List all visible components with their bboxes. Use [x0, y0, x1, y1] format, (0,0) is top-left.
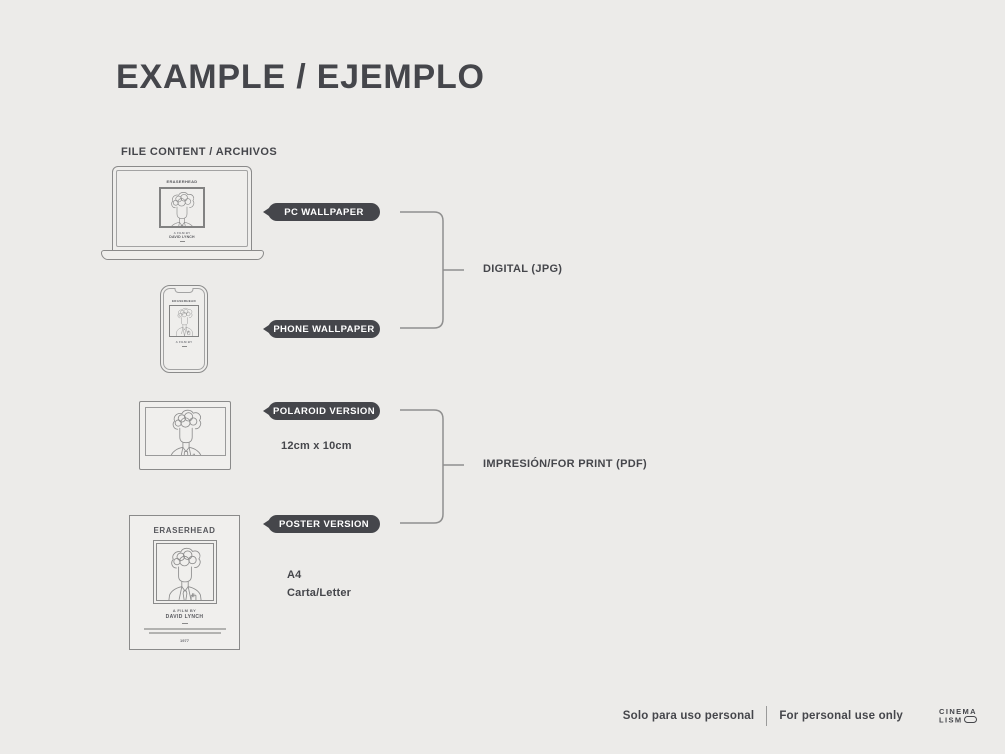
mini-poster-credit-prefix: A FILM BY: [175, 339, 193, 344]
mini-poster-phone: ERASERHEAD A FILM BY: [161, 299, 207, 347]
brand-oval-icon: [963, 715, 977, 723]
poster-credits-line: [143, 628, 226, 630]
character-portrait-frame: [169, 305, 199, 337]
polaroid-mockup: [139, 401, 231, 470]
character-portrait-frame: [159, 187, 205, 228]
character-portrait-icon: [168, 409, 203, 455]
poster-year: 1977: [180, 637, 189, 643]
mini-poster-laptop: ERASERHEAD A FILM BY DAVID LYNCH: [113, 179, 251, 242]
mini-poster-divider: [181, 346, 187, 347]
mini-poster-divider: [179, 241, 185, 242]
poster-credit-prefix: A FILM BY: [172, 608, 197, 613]
tag-poster-version: POSTER VERSION: [268, 515, 380, 533]
character-portrait-frame: [152, 540, 217, 604]
digital-group-bracket-icon: [400, 211, 464, 329]
character-portrait-icon: [175, 307, 193, 336]
tag-polaroid-version: POLAROID VERSION: [268, 402, 380, 420]
brand-line2: LISM: [939, 715, 963, 725]
tag-pc-wallpaper: PC WALLPAPER: [268, 203, 380, 221]
polaroid-photo-area: [145, 407, 226, 456]
footer-note-en: For personal use only: [779, 710, 904, 722]
phone-notch-icon: [174, 288, 194, 293]
section-label: FILE CONTENT / ARCHIVOS: [121, 146, 278, 158]
group-label-digital: DIGITAL (JPG): [483, 263, 563, 275]
character-portrait-icon: [168, 192, 196, 226]
footer: Solo para uso personal For personal use …: [623, 703, 977, 729]
character-portrait-icon: [167, 547, 202, 600]
group-label-print: IMPRESIÓN/FOR PRINT (PDF): [483, 458, 647, 470]
poster-mockup: ERASERHEAD A FILM BY DAVID LYNCH 1977: [129, 515, 240, 650]
poster-credit-name: DAVID LYNCH: [165, 614, 204, 620]
tag-phone-wallpaper: PHONE WALLPAPER: [268, 320, 380, 338]
page-title: EXAMPLE / EJEMPLO: [116, 58, 485, 96]
poster-size-letter: Carta/Letter: [287, 587, 352, 599]
mini-poster-title: ERASERHEAD: [166, 179, 198, 184]
laptop-mockup: ERASERHEAD A FILM BY DAVID LYNCH: [101, 166, 264, 261]
laptop-base: [101, 250, 264, 260]
poster-size-label: A4 Carta/Letter: [287, 566, 351, 602]
polaroid-size-label: 12cm x 10cm: [281, 440, 352, 452]
poster-title: ERASERHEAD: [153, 526, 216, 535]
mini-poster-credit-prefix: A FILM BY: [173, 230, 191, 235]
brand-line1: CINEMA: [939, 706, 977, 716]
brand-logo: CINEMA LISM: [939, 706, 977, 725]
footer-divider: [766, 706, 768, 726]
print-group-bracket-icon: [400, 409, 464, 524]
phone-mockup: ERASERHEAD A FILM BY: [160, 285, 208, 373]
poster-divider: [181, 623, 188, 624]
laptop-screen: ERASERHEAD A FILM BY DAVID LYNCH: [112, 166, 252, 251]
footer-note-es: Solo para uso personal: [622, 710, 755, 722]
poster-size-a4: A4: [287, 569, 302, 581]
mini-poster-credit-name: DAVID LYNCH: [169, 234, 195, 239]
mini-poster-title: ERASERHEAD: [171, 299, 196, 303]
poster-credits-line: [148, 632, 221, 634]
